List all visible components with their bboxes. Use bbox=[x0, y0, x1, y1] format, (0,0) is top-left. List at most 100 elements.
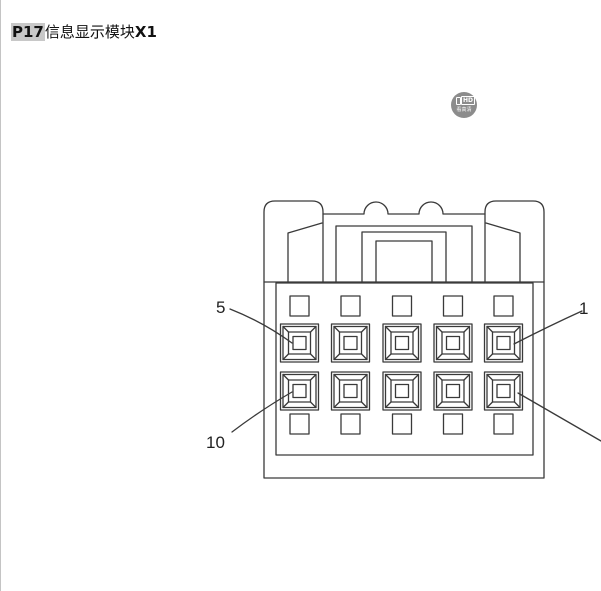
cavity-rim bbox=[282, 325, 317, 361]
cavity-bevel bbox=[513, 325, 521, 333]
pin-label-10: 10 bbox=[206, 433, 225, 452]
cavity-inner bbox=[287, 379, 312, 403]
cavity-rim bbox=[282, 373, 317, 409]
pin-cavity bbox=[330, 371, 371, 411]
pin-cavity bbox=[483, 371, 524, 411]
cavity-terminal bbox=[496, 383, 511, 399]
cavity-bevel bbox=[486, 353, 494, 361]
cavity-bevel bbox=[435, 401, 443, 409]
cavity-bevel bbox=[435, 373, 443, 381]
cavity-bevel bbox=[486, 325, 494, 333]
cavity-terminal bbox=[445, 335, 461, 351]
connector-id: X1 bbox=[134, 23, 157, 41]
cavity-bevel bbox=[360, 373, 368, 381]
cavity-terminal bbox=[343, 383, 358, 399]
housing-hole bbox=[340, 295, 361, 317]
pin-cavity bbox=[433, 323, 473, 363]
cavity-bevel bbox=[333, 373, 341, 381]
cavity-bevel bbox=[309, 401, 317, 409]
cavity-outer bbox=[279, 323, 320, 363]
cavity-terminal bbox=[394, 383, 410, 399]
pin-cavity bbox=[382, 371, 422, 411]
cavity-bevel bbox=[513, 401, 521, 409]
cavity-inner bbox=[338, 331, 363, 355]
cavity-bevel bbox=[282, 401, 290, 409]
center-frame bbox=[335, 225, 473, 283]
leader-lines bbox=[229, 308, 601, 442]
key-notch-inner bbox=[375, 240, 433, 283]
cavity-bevel bbox=[282, 373, 290, 381]
pin-cavity bbox=[279, 371, 320, 411]
cavity-bevel bbox=[282, 353, 290, 361]
cavity-bevel bbox=[384, 353, 392, 361]
pin-cavity bbox=[483, 323, 524, 363]
right-latch-ramp bbox=[485, 222, 521, 283]
cavity-outer bbox=[433, 371, 473, 411]
pin-label-5: 5 bbox=[216, 298, 225, 317]
cavity-bevel bbox=[309, 373, 317, 381]
cavity-outer bbox=[382, 323, 422, 363]
cavity-bevel bbox=[463, 353, 471, 361]
cavity-bevel bbox=[360, 325, 368, 333]
cavity-bevel bbox=[435, 353, 443, 361]
cavity-outer bbox=[483, 323, 524, 363]
housing-hole bbox=[289, 413, 310, 435]
housing-hole bbox=[391, 295, 413, 317]
cavity-bevel bbox=[333, 401, 341, 409]
pin-cavity bbox=[433, 371, 473, 411]
cavity-terminal bbox=[445, 383, 461, 399]
cavity-outer bbox=[483, 371, 524, 411]
cavity-bevel bbox=[486, 401, 494, 409]
cavity-outer bbox=[330, 323, 371, 363]
view-hd-button[interactable]: HD 看高清 bbox=[451, 92, 477, 118]
housing-hole bbox=[289, 295, 310, 317]
key-notch-outer bbox=[361, 231, 447, 283]
cavity-rim bbox=[435, 373, 471, 409]
cavity-bevel bbox=[513, 373, 521, 381]
cavity-bevel bbox=[333, 325, 341, 333]
housing-hole bbox=[493, 295, 514, 317]
cavity-rim bbox=[384, 325, 420, 361]
cavity-bevel bbox=[513, 353, 521, 361]
cavity-outer bbox=[279, 371, 320, 411]
cavity-bevel bbox=[435, 325, 443, 333]
cavity-outer bbox=[330, 371, 371, 411]
cavity-terminal bbox=[292, 335, 307, 351]
cavity-bevel bbox=[309, 353, 317, 361]
cavity-terminal bbox=[292, 383, 307, 399]
leader-line-pin-5 bbox=[229, 308, 293, 344]
housing-hole bbox=[442, 413, 464, 435]
cavity-bevel bbox=[463, 373, 471, 381]
page-title: P17信息显示模块X1 bbox=[11, 23, 157, 41]
cavity-rim bbox=[486, 373, 521, 409]
view-hd-label: 看高清 bbox=[456, 107, 472, 113]
cavity-bevel bbox=[360, 353, 368, 361]
cavity-bevel bbox=[412, 353, 420, 361]
cavity-bevel bbox=[333, 353, 341, 361]
cavity-inner bbox=[491, 331, 516, 355]
cavity-inner bbox=[287, 331, 312, 355]
pin-cavity bbox=[330, 323, 371, 363]
housing-face bbox=[275, 282, 534, 456]
cavity-inner bbox=[338, 379, 363, 403]
cavity-bevel bbox=[384, 401, 392, 409]
housing-hole bbox=[340, 413, 361, 435]
module-code: P17 bbox=[11, 23, 45, 41]
cavity-inner bbox=[390, 379, 414, 403]
cavity-inner bbox=[390, 331, 414, 355]
housing-hole bbox=[391, 413, 413, 435]
cavity-terminal bbox=[343, 335, 358, 351]
right-latch-tower bbox=[484, 200, 545, 283]
cavity-bevel bbox=[384, 325, 392, 333]
cavity-outer bbox=[433, 323, 473, 363]
cavity-terminal bbox=[394, 335, 410, 351]
cavity-rim bbox=[384, 373, 420, 409]
cavity-bevel bbox=[412, 325, 420, 333]
leader-line-pin-1 bbox=[513, 310, 583, 345]
image-icon bbox=[456, 97, 461, 105]
cavity-inner bbox=[491, 379, 516, 403]
cavity-bevel bbox=[486, 373, 494, 381]
module-name: 信息显示模块 bbox=[44, 23, 135, 41]
